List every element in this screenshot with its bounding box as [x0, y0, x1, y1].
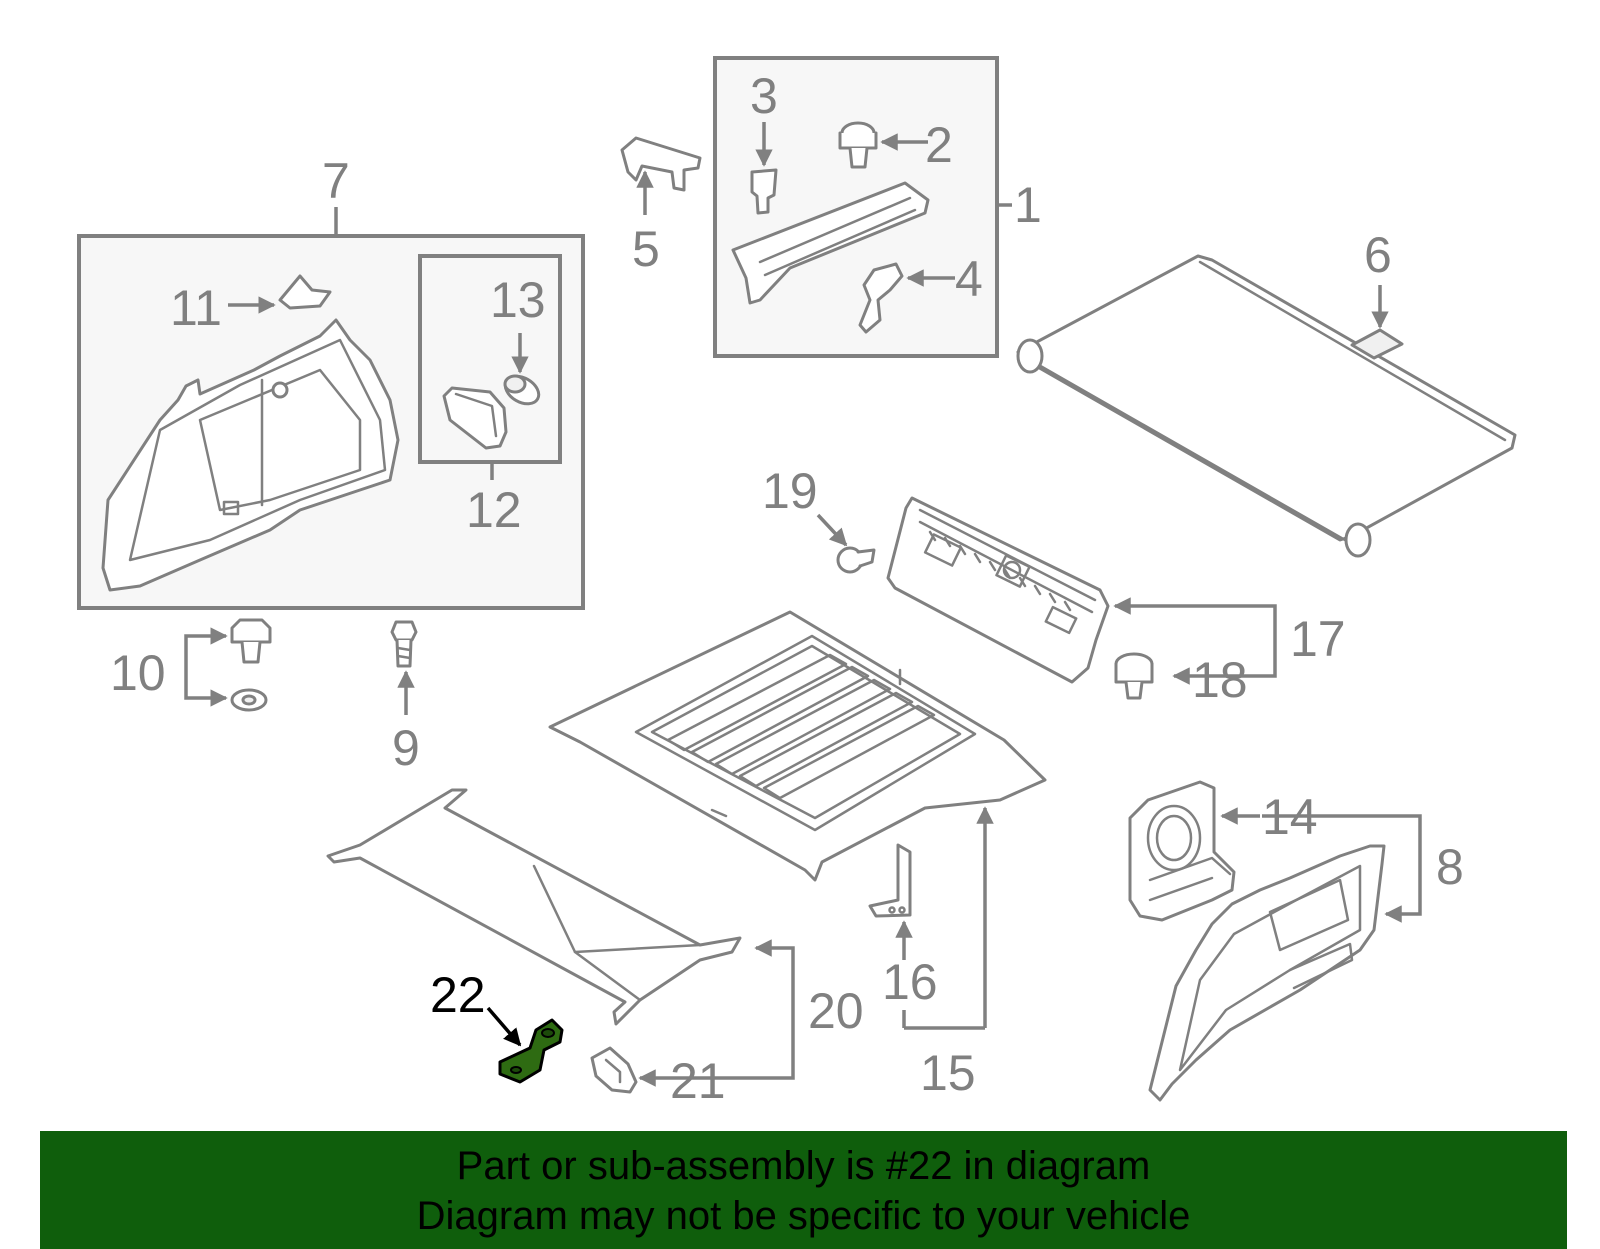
- group-box-12: 12 13: [418, 254, 562, 538]
- callout-3[interactable]: 3: [750, 68, 778, 124]
- part-20-cargo-net[interactable]: 20: [326, 788, 864, 1087]
- part-2-push-pin[interactable]: 2: [838, 117, 953, 173]
- callout-6[interactable]: 6: [1364, 227, 1392, 283]
- part-3-clip[interactable]: 3: [750, 68, 778, 215]
- callout-18[interactable]: 18: [1192, 652, 1248, 708]
- callout-15[interactable]: 15: [920, 1045, 976, 1101]
- callout-20[interactable]: 20: [808, 983, 864, 1039]
- callout-17[interactable]: 17: [1290, 611, 1346, 667]
- part-17-scuff-plate[interactable]: 17: [886, 496, 1346, 685]
- callout-7[interactable]: 7: [322, 153, 350, 209]
- banner-line-1: Part or sub-assembly is #22 in diagram: [456, 1144, 1151, 1188]
- part-19-push-pin[interactable]: 19: [762, 463, 876, 574]
- callout-12[interactable]: 12: [466, 482, 522, 538]
- callout-4[interactable]: 4: [955, 251, 983, 307]
- callout-9[interactable]: 9: [392, 720, 420, 776]
- group-box-7: 7 11 12: [77, 153, 585, 610]
- part-16-bracket[interactable]: 16: [868, 843, 938, 1010]
- part-15-load-floor[interactable]: 15: [548, 610, 1047, 1101]
- callout-19[interactable]: 19: [762, 463, 818, 519]
- callout-13[interactable]: 13: [490, 272, 546, 328]
- callout-1[interactable]: 1: [1014, 177, 1042, 233]
- callout-2[interactable]: 2: [925, 117, 953, 173]
- callout-21[interactable]: 21: [670, 1053, 726, 1109]
- callout-10[interactable]: 10: [110, 645, 166, 701]
- callout-22[interactable]: 22: [430, 967, 486, 1023]
- part-13-plug[interactable]: 13: [490, 272, 546, 409]
- part-8-quarter-trim[interactable]: 8: [1148, 814, 1464, 1102]
- part-9-bolt[interactable]: 9: [390, 620, 420, 776]
- part-4-bracket[interactable]: 4: [858, 251, 983, 334]
- part-22-bracket-highlighted[interactable]: 22: [430, 967, 564, 1084]
- info-banner: Part or sub-assembly is #22 in diagram D…: [40, 1131, 1567, 1249]
- part-10-fastener[interactable]: 10: [110, 618, 272, 712]
- part-21-hook[interactable]: 21: [590, 1046, 726, 1109]
- banner-line-2: Diagram may not be specific to your vehi…: [416, 1194, 1191, 1238]
- callout-16[interactable]: 16: [882, 954, 938, 1010]
- part-7-quarter-trim[interactable]: [101, 318, 400, 592]
- group-box-1: 1 3 2 4: [713, 56, 1042, 358]
- part-1-sill-trim[interactable]: [731, 181, 930, 305]
- part-5-bracket[interactable]: 5: [620, 136, 702, 277]
- callout-8[interactable]: 8: [1436, 839, 1464, 895]
- part-6-cargo-cover[interactable]: 6: [1016, 227, 1517, 558]
- callout-11[interactable]: 11: [170, 280, 222, 336]
- callout-5[interactable]: 5: [632, 221, 660, 277]
- part-12-bracket[interactable]: [442, 386, 508, 450]
- part-11-clip[interactable]: 11: [170, 274, 332, 336]
- part-18-push-pin[interactable]: 18: [1114, 652, 1248, 708]
